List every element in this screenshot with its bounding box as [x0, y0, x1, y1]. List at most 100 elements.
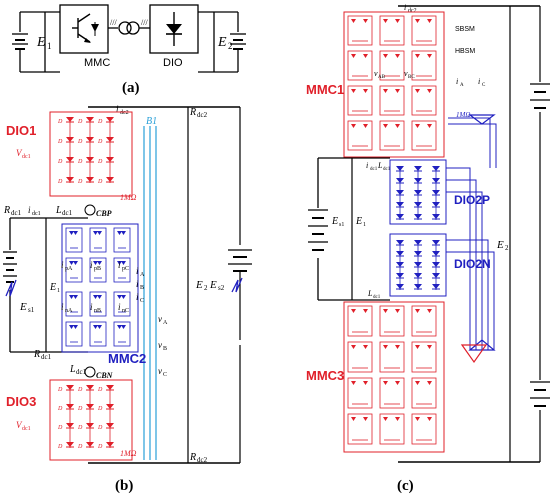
- label-res-top: 1MΩ: [120, 193, 137, 202]
- label-b-idc1: i: [28, 205, 31, 215]
- diode-icon: [414, 214, 422, 219]
- diode-label: D: [77, 387, 83, 393]
- submodule: [347, 305, 373, 337]
- diode-icon: [106, 157, 114, 162]
- caption-b: (b): [115, 478, 133, 494]
- left-source-c: [308, 157, 390, 301]
- label-c-es1-sub: s1: [339, 222, 344, 228]
- diode-icon: [106, 117, 114, 122]
- label-ina: i: [61, 302, 64, 312]
- diode-icon: [66, 177, 74, 182]
- submodule-switch-icon: [395, 124, 400, 128]
- submodule-switch-icon: [93, 295, 98, 299]
- diode-icon: [414, 284, 422, 289]
- label-rdc1-bot: R: [33, 349, 40, 360]
- submodule: [411, 85, 437, 116]
- diode-label: D: [57, 139, 63, 145]
- label-vdc1-bot-sub: dc1: [22, 426, 31, 432]
- submodule-switch-icon: [395, 345, 400, 349]
- panel-b: E 2 E s2 R dc2 R dc2 i dc2 DDDDDDDDDDDD …: [3, 104, 252, 494]
- label-b-es2-sub: s2: [218, 284, 225, 292]
- label-ina-sub: nA: [65, 308, 73, 314]
- submodule-switch-icon: [363, 417, 368, 421]
- label-dio: DIO: [163, 57, 183, 69]
- submodule-switch-icon: [427, 19, 432, 23]
- label-c-e1-sub: 1: [363, 222, 366, 228]
- diode-icon: [414, 178, 422, 183]
- label-va-sub: A: [163, 320, 168, 326]
- diode-label: D: [97, 406, 103, 412]
- submodule-switch-icon: [351, 89, 356, 93]
- label-c-ldc1-bot: L: [367, 289, 373, 298]
- label-c-e2-sub: 2: [505, 244, 509, 252]
- submodule-switch-icon: [395, 309, 400, 313]
- diode-icon: [86, 137, 94, 142]
- label-c-ldc1-top-sub: dc1: [383, 167, 391, 172]
- label-dio1: DIO1: [6, 123, 36, 138]
- submodule-switch-icon: [69, 261, 74, 265]
- submodule-switch-icon: [395, 417, 400, 421]
- diode-label: D: [57, 444, 63, 450]
- diode-label: D: [97, 159, 103, 165]
- submodule-switch-icon: [427, 54, 432, 58]
- diode-icon: [86, 117, 94, 122]
- submodule-switch-icon: [351, 345, 356, 349]
- diode-icon: [66, 385, 74, 390]
- diode-icon: [414, 190, 422, 195]
- label-mmc3: MMC3: [306, 368, 344, 383]
- label-vc-sub: C: [163, 372, 167, 378]
- label-mmc1: MMC1: [306, 82, 344, 97]
- submodule: [379, 15, 405, 46]
- diode-label: D: [77, 406, 83, 412]
- submodule-switch-icon: [415, 89, 420, 93]
- submodule: [89, 257, 107, 283]
- submodule-switch-icon: [415, 124, 420, 128]
- label-vdc1-top: V: [16, 148, 23, 158]
- submodule: [347, 15, 373, 46]
- submodule-switch-icon: [427, 89, 432, 93]
- submodule: [379, 85, 405, 116]
- label-rdc1-bot-sub: dc1: [41, 353, 52, 361]
- label-b-es1-sub: s1: [28, 306, 35, 314]
- submodule: [347, 341, 373, 373]
- submodule-switch-icon: [415, 417, 420, 421]
- label-res-bot: 1MΩ: [120, 449, 137, 458]
- triple-line-mark-2: ///: [141, 18, 148, 27]
- igbt-icon: [72, 13, 99, 43]
- diode-label: D: [97, 444, 103, 450]
- diode-icon: [106, 423, 114, 428]
- label-ic-sub: C: [140, 298, 144, 304]
- diode-icon: [106, 442, 114, 447]
- label-ldc1-top-sub: dc1: [62, 209, 73, 217]
- label-cbn: CBN: [96, 371, 114, 380]
- label-c-ia-sub: A: [460, 83, 464, 88]
- submodule: [347, 85, 373, 116]
- submodule-switch-icon: [415, 54, 420, 58]
- submodule-switch-icon: [97, 231, 102, 235]
- diode-icon: [414, 273, 422, 278]
- diode-icon: [396, 240, 404, 245]
- label-c-e2: E: [496, 239, 504, 251]
- label-ldc1-bot: L: [69, 364, 76, 375]
- label-ldc1-bot-sub: dc1: [76, 368, 87, 376]
- diode-icon: [106, 177, 114, 182]
- label-ia: i: [136, 266, 139, 276]
- submodule: [347, 50, 373, 81]
- lightning-icon-left: [5, 279, 17, 297]
- label-rdc1-top: R: [3, 205, 10, 216]
- submodule-switch-icon: [383, 89, 388, 93]
- left-source-b: [3, 217, 88, 353]
- submodule-switch-icon: [117, 261, 122, 265]
- label-b1: B1: [146, 116, 157, 127]
- submodule-switch-icon: [117, 231, 122, 235]
- diode-icon: [66, 157, 74, 162]
- diode-icon: [432, 262, 440, 267]
- diode-icon: [396, 166, 404, 171]
- caption-c: (c): [397, 478, 414, 494]
- diode-icon: [66, 137, 74, 142]
- submodule-switch-icon: [363, 345, 368, 349]
- submodule-switch-icon: [395, 89, 400, 93]
- diode-label: D: [77, 119, 83, 125]
- diode-label: D: [97, 179, 103, 185]
- label-c-e1: E: [355, 216, 362, 227]
